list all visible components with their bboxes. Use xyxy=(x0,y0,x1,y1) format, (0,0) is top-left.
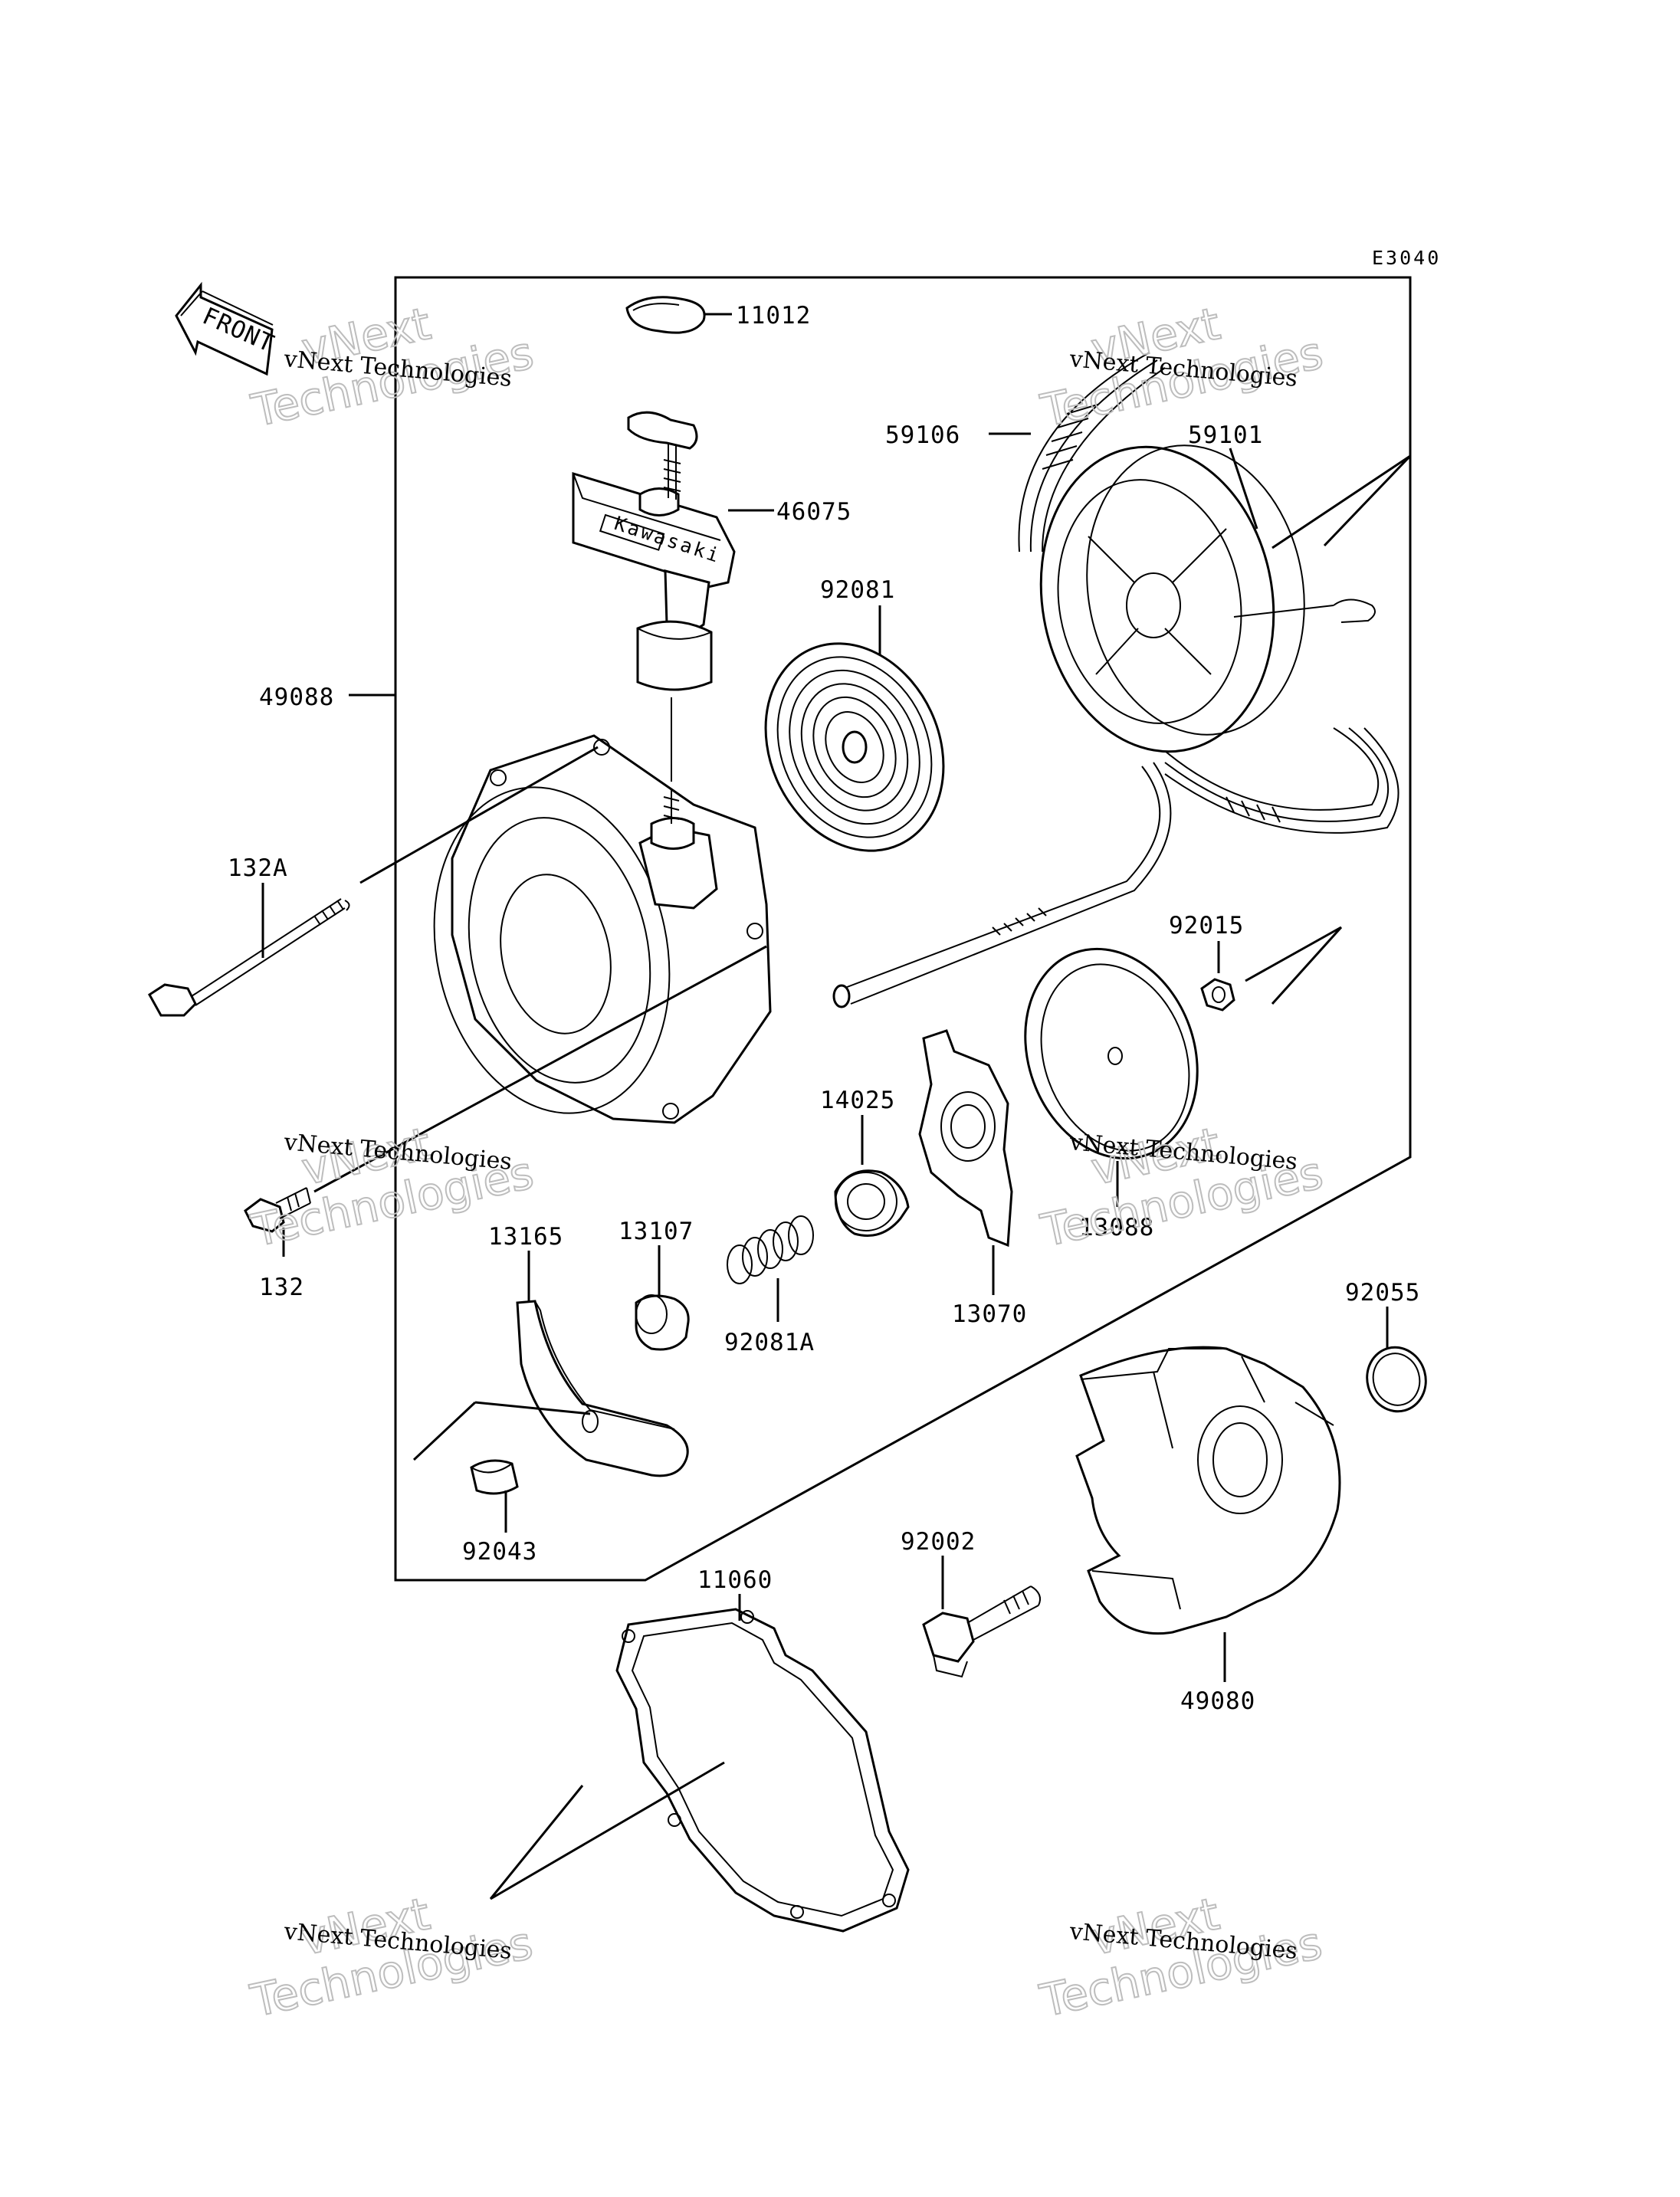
guide-part-icon xyxy=(918,1029,1013,1248)
diagram-code: E3040 xyxy=(1372,247,1441,269)
label-13107: 13107 xyxy=(619,1218,694,1245)
nut-part-icon xyxy=(1200,978,1235,1012)
pointer-11060 xyxy=(489,1761,725,1900)
label-92043: 92043 xyxy=(462,1538,537,1566)
label-59101: 59101 xyxy=(1188,421,1263,449)
rope-straight-icon xyxy=(832,762,1172,1008)
label-132A: 132A xyxy=(228,854,288,882)
pointer-132 xyxy=(313,945,767,1193)
coil-spring-icon xyxy=(727,1215,814,1284)
reel-part-icon xyxy=(1039,444,1376,753)
pawl-part-icon xyxy=(516,1300,689,1477)
collar-part-icon xyxy=(635,1294,690,1351)
small-bolt-icon xyxy=(244,1187,311,1233)
label-11060: 11060 xyxy=(697,1566,773,1594)
pointer-92015 xyxy=(1245,926,1343,1005)
label-11012: 11012 xyxy=(736,302,811,330)
label-92015: 92015 xyxy=(1169,912,1244,939)
label-59106: 59106 xyxy=(885,421,960,449)
assembly-outline xyxy=(394,276,1412,1582)
label-92002: 92002 xyxy=(901,1528,976,1556)
gasket-part-icon xyxy=(615,1608,910,1933)
label-13088: 13088 xyxy=(1079,1214,1154,1241)
rope-coil-lower-icon xyxy=(1164,727,1399,834)
drum-part-icon xyxy=(1075,1346,1341,1635)
label-13070: 13070 xyxy=(952,1300,1027,1328)
label-92081: 92081 xyxy=(820,576,895,604)
pointer-132A xyxy=(359,746,599,884)
pointer-13165 xyxy=(412,1401,591,1461)
long-bolt-icon xyxy=(148,898,350,1017)
label-14025: 14025 xyxy=(820,1087,895,1114)
handle-part-icon: Kawasaki xyxy=(572,411,736,782)
bushing-part-icon xyxy=(834,1169,910,1237)
label-92081A: 92081A xyxy=(724,1329,815,1356)
spring-part-icon xyxy=(764,642,945,852)
circlip-part-icon xyxy=(1366,1346,1427,1413)
rope-coil-upper-icon xyxy=(1018,352,1166,553)
label-92055: 92055 xyxy=(1345,1279,1420,1307)
label-13165: 13165 xyxy=(488,1223,563,1251)
housing-part-icon xyxy=(433,734,772,1124)
front-arrow-icon: FRONT xyxy=(175,281,278,376)
cap-part-icon xyxy=(625,296,706,334)
plate-part-icon xyxy=(1024,947,1199,1160)
label-46075: 46075 xyxy=(776,498,851,526)
flange-bolt-icon xyxy=(922,1585,1041,1678)
label-49080: 49080 xyxy=(1180,1687,1255,1715)
pin-part-icon xyxy=(470,1459,519,1495)
label-49088: 49088 xyxy=(259,684,334,711)
leader-59101 xyxy=(1229,448,1258,530)
label-132: 132 xyxy=(259,1274,304,1301)
pointer-59101 xyxy=(1271,454,1412,549)
